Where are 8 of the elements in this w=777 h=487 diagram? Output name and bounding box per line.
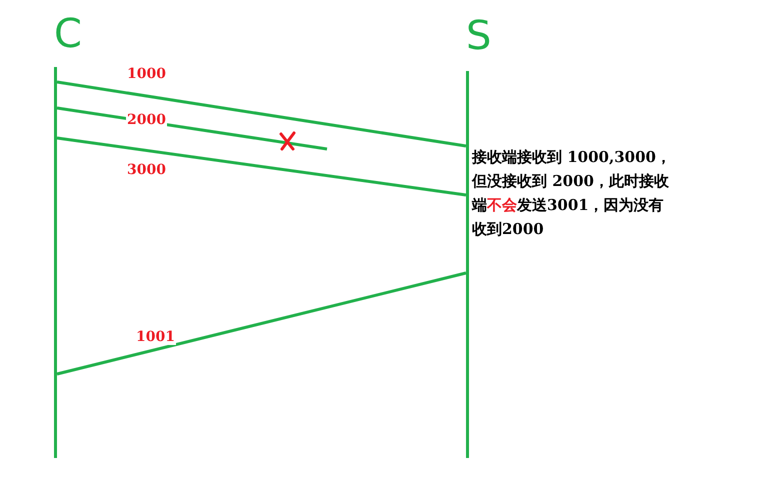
message-line bbox=[56, 272, 466, 376]
message-line bbox=[56, 80, 466, 148]
lifeline-heading: C bbox=[54, 12, 82, 56]
note-text: 接收端接收到 1000,3000，但没接收到 2000，此时接收端不会发送3001，因为没有收到2000 bbox=[472, 147, 672, 240]
edge-label: 2000 bbox=[126, 112, 167, 128]
edge-label: 1001 bbox=[135, 329, 176, 345]
lifeline-heading: S bbox=[466, 14, 492, 58]
message-line bbox=[56, 136, 466, 196]
